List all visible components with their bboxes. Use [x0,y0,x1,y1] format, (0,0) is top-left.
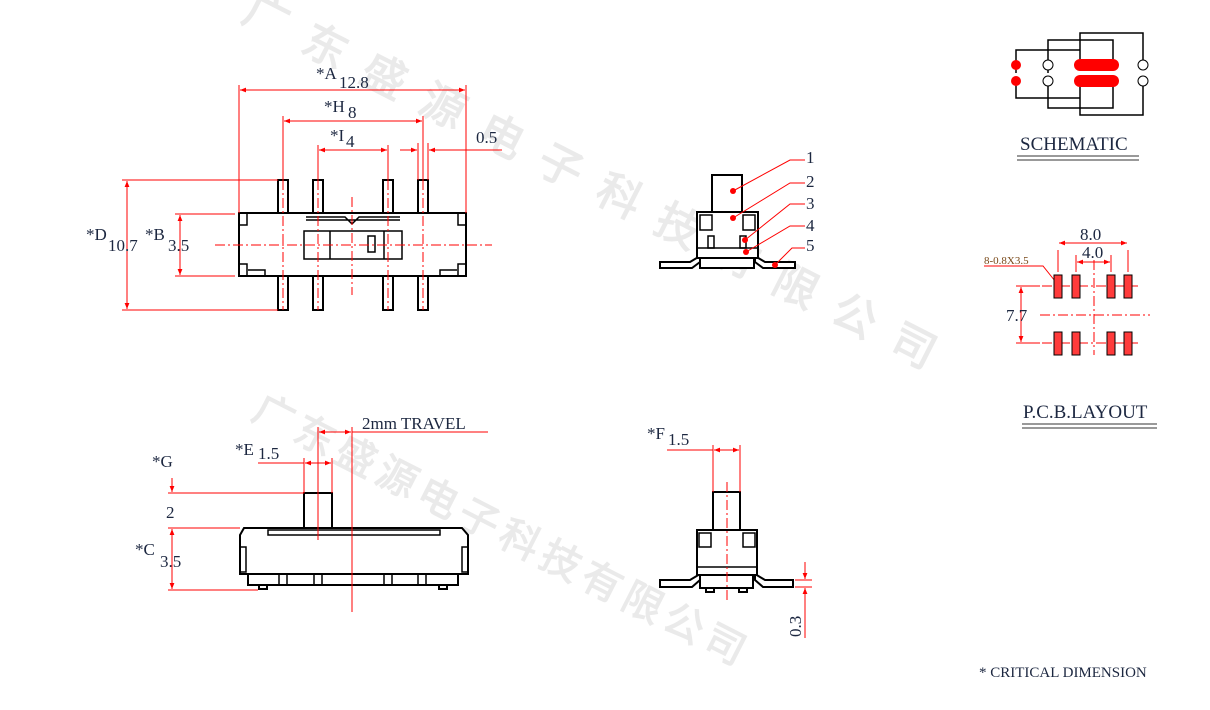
lead [754,572,794,588]
schematic-title: SCHEMATIC [1020,134,1128,155]
dimension-e-label: *E [235,440,254,459]
schematic: SCHEMATIC [1011,32,1149,161]
lead-thickness-value: 0.3 [786,616,805,637]
contact-open [1137,59,1149,71]
dimension-i-label: *I [330,126,345,145]
contact-open [1042,75,1054,87]
dimension-c-label: *C [135,540,155,559]
row-spacing-value: 7.7 [1006,306,1028,325]
front-view: 2mm TRAVEL *E 1.5 *G 2 *C 3.5 [135,414,488,612]
pcb-pad [1123,274,1133,299]
dimension-e-value: 1.5 [258,444,279,463]
dimension-a-value: 12.8 [339,73,369,92]
callout-3: 3 [806,194,815,213]
dimension-c-value: 3.5 [160,552,181,571]
title-underline [1022,423,1157,429]
dimension-f-label: *F [647,424,665,443]
contact-open [1137,75,1149,87]
watermark-text: 广东盛源电子科技有限公司 [235,0,964,389]
schematic-wiring [1015,32,1144,116]
travel-label: 2mm TRAVEL [362,414,466,433]
pcb-pad [1071,331,1081,356]
dimension-h-label: *H [324,97,345,116]
end-view: *F 1.5 0.3 [647,424,812,638]
contact-bridge [1074,75,1119,87]
dimension-i-value: 4 [346,132,355,151]
critical-dimension-note: * CRITICAL DIMENSION [979,665,1147,681]
contact-active [1011,60,1021,70]
title-underline [1017,155,1139,161]
pcb-pads [1053,274,1133,356]
dimension-a-label: *A [316,64,338,83]
callout-2: 2 [806,172,815,191]
top-view: *A 12.8 *H 8 *I 4 0.5 *D 10.7 *B 3.5 [86,64,502,311]
dimension-h-value: 8 [348,103,357,122]
dimension-d-label: *D [86,225,107,244]
pad-spec-label: 8-0.8X3.5 [984,255,1029,267]
dimension-f-value: 1.5 [668,430,689,449]
callout-5: 5 [806,236,815,255]
contact-bridge [1074,59,1119,71]
contact-open [1042,59,1054,71]
dimension-b-label: *B [145,225,165,244]
pcb-pad [1071,274,1081,299]
pcb-layout: 8.0 4.0 8-0.8X3.5 7.7 P.C.B.LAYOUT [984,225,1157,429]
pcb-pad [1053,331,1063,356]
pcb-layout-title: P.C.B.LAYOUT [1023,402,1148,423]
callout-4: 4 [806,216,815,235]
switch-body [239,527,469,575]
callout-1: 1 [806,148,815,167]
inner-pitch-value: 4.0 [1082,243,1103,262]
dimension-g-value: 2 [166,503,175,522]
pcb-pad [1106,331,1116,356]
pcb-pad [1123,331,1133,356]
dimension-b-value: 3.5 [168,236,189,255]
outer-pitch-value: 8.0 [1080,225,1101,244]
dimension-d-value: 10.7 [108,236,138,255]
front-pins [278,573,427,586]
callout-leaders [730,159,805,268]
lead [659,572,701,588]
dimension-g-label: *G [152,452,173,471]
actuator [711,174,743,213]
pcb-pad [1053,274,1063,299]
side-view: 1 2 3 4 5 [659,148,815,269]
contact-active [1011,76,1021,86]
pin-width-value: 0.5 [476,128,497,147]
pcb-pad [1106,274,1116,299]
